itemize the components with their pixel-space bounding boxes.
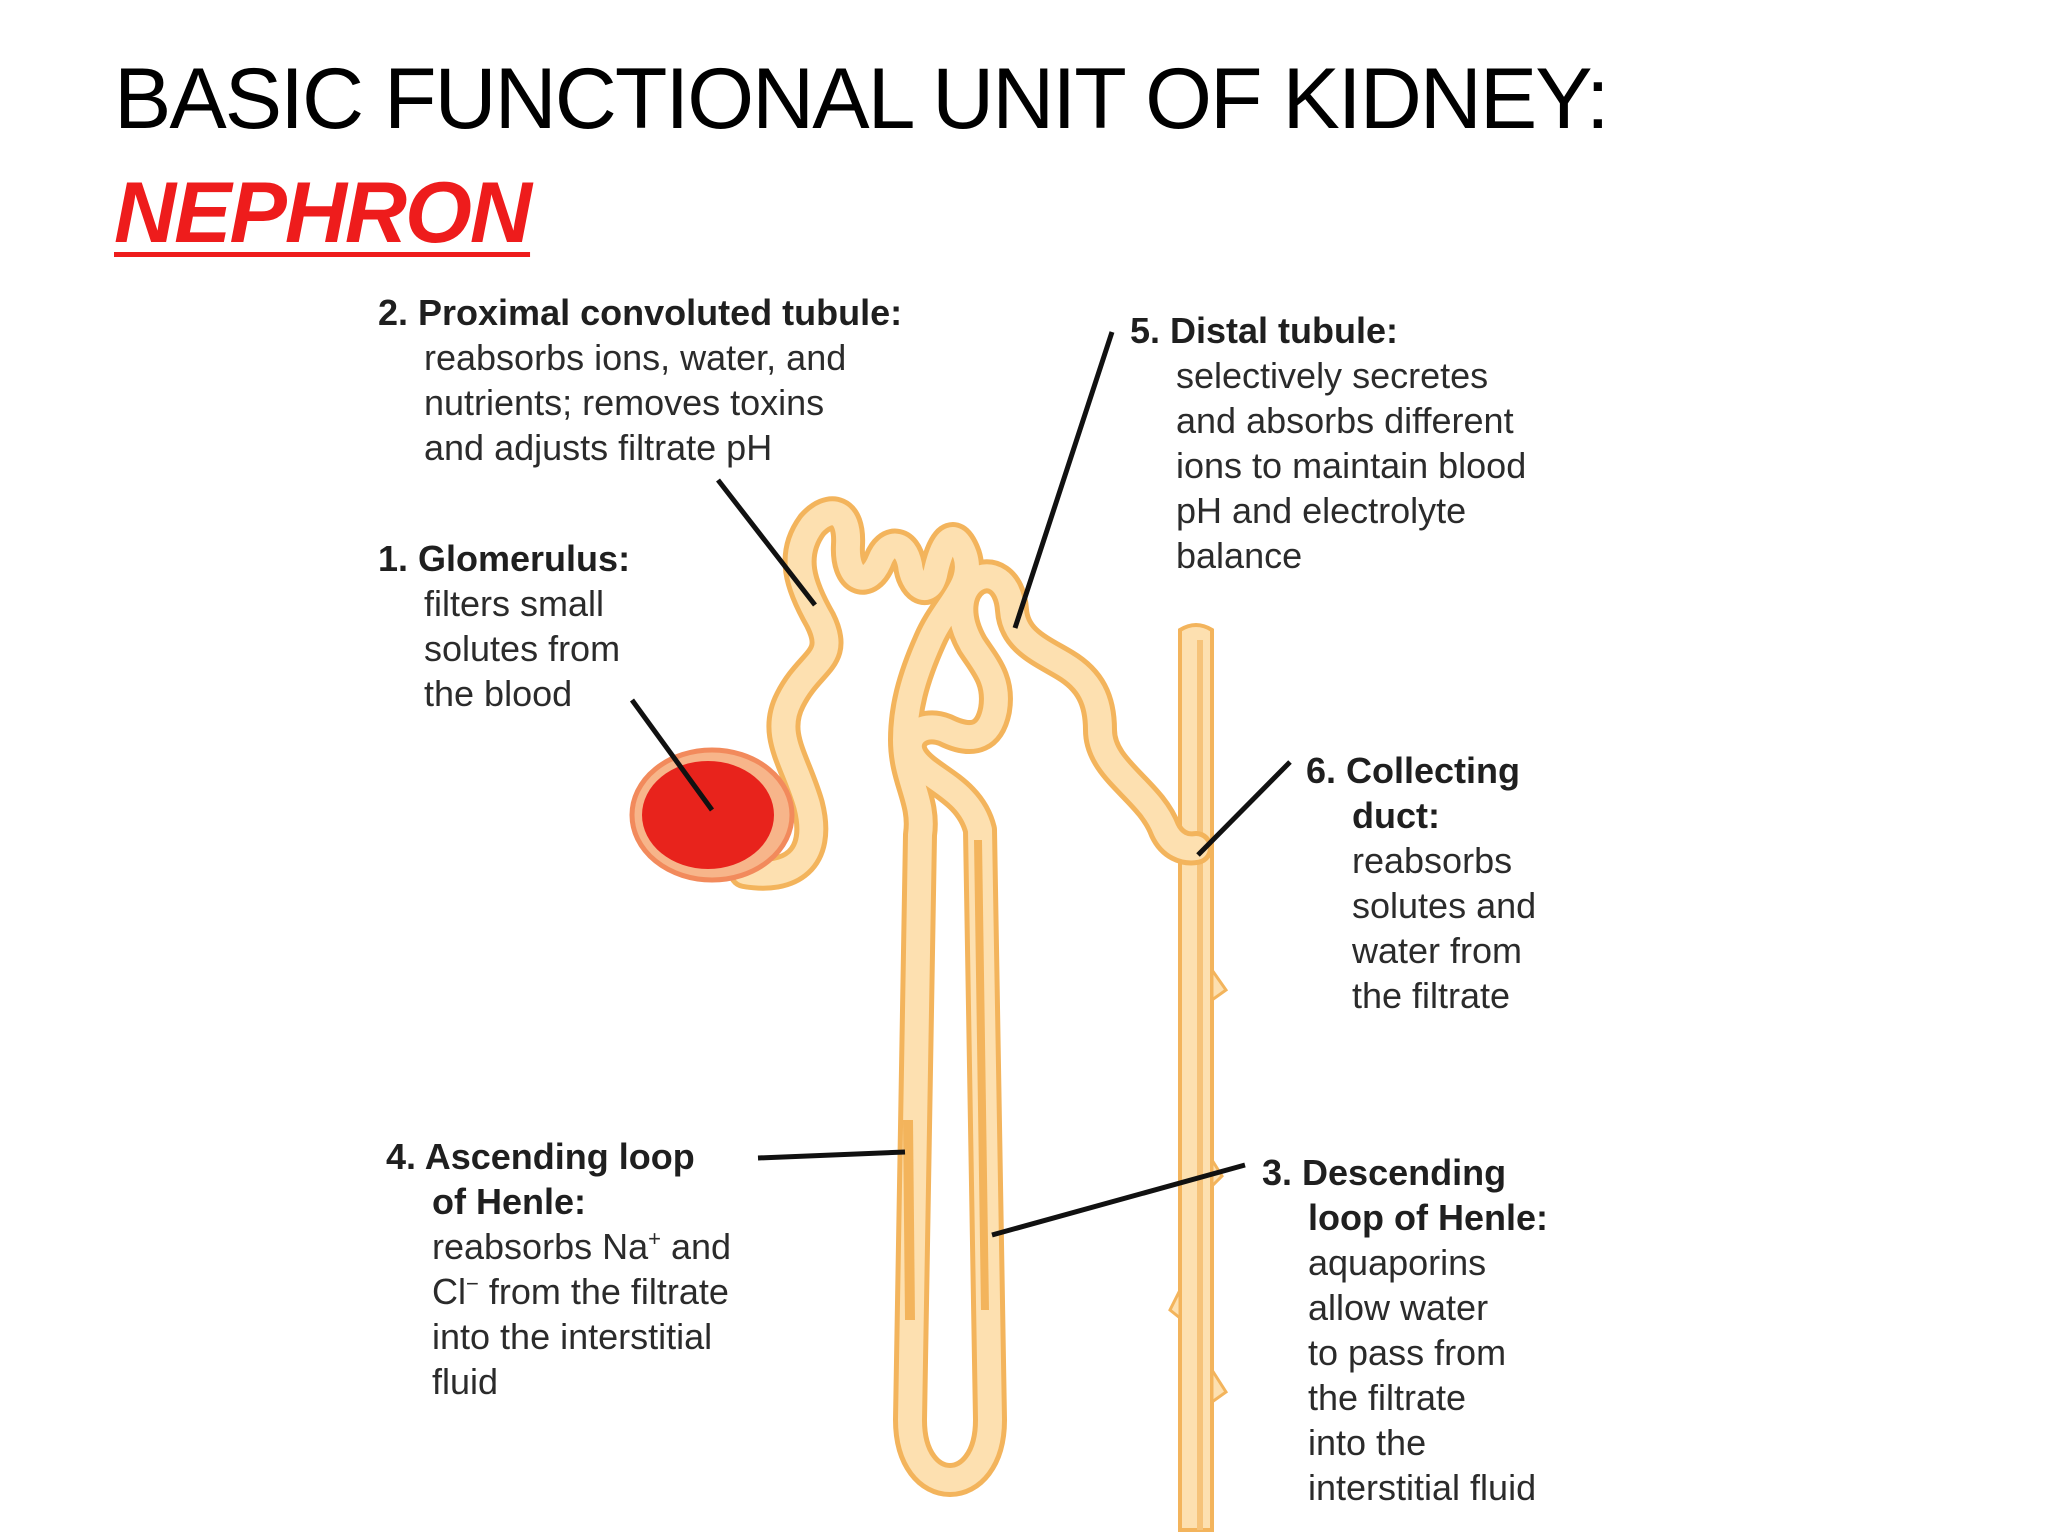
- nephron-tubule: [728, 496, 1213, 1497]
- ascending-heading-2: of Henle:: [432, 1181, 587, 1222]
- glomerulus: [629, 747, 795, 883]
- ascending-line-4: fluid: [432, 1361, 499, 1402]
- cl-superscript: −: [466, 1271, 479, 1296]
- descending-heading-2: loop of Henle:: [1308, 1197, 1548, 1238]
- leader-collecting: [1196, 760, 1292, 857]
- leader-glomerulus: [629, 698, 715, 812]
- na-superscript: +: [648, 1226, 661, 1251]
- proximal-line-3: and adjusts filtrate pH: [424, 427, 773, 468]
- proximal-line-2: nutrients; removes toxins: [424, 382, 825, 423]
- distal-line-2: and absorbs different: [1176, 400, 1514, 441]
- descending-line-5: into the: [1308, 1422, 1427, 1463]
- label-proximal-tubule: 2. Proximal convoluted tubule: reabsorbs…: [378, 290, 902, 470]
- collecting-line-2: solutes and: [1352, 885, 1537, 926]
- cl-suffix: from the filtrate: [478, 1271, 729, 1312]
- leader-ascending: [757, 1149, 906, 1161]
- proximal-line-1: reabsorbs ions, water, and: [424, 337, 847, 378]
- label-glomerulus: 1. Glomerulus: filters small solutes fro…: [378, 536, 630, 716]
- descending-line-3: to pass from: [1308, 1332, 1507, 1373]
- na-suffix: and: [660, 1226, 732, 1267]
- collecting-line-4: the filtrate: [1352, 975, 1511, 1016]
- cl-text: Cl: [432, 1271, 466, 1312]
- descending-line-4: the filtrate: [1308, 1377, 1467, 1418]
- glomerulus-heading: 1. Glomerulus:: [378, 538, 631, 579]
- label-ascending-loop: 4. Ascending loop of Henle: reabsorbs Na…: [386, 1134, 731, 1404]
- leader-proximal: [716, 478, 817, 607]
- leader-lines: [629, 331, 1292, 1238]
- collecting-line-3: water from: [1352, 930, 1523, 971]
- ascending-line-cl: Cl− from the filtrate: [386, 1269, 731, 1314]
- na-text: reabsorbs Na: [432, 1226, 649, 1267]
- leader-descending: [991, 1162, 1246, 1238]
- descending-line-2: allow water: [1308, 1287, 1489, 1328]
- distal-line-5: balance: [1176, 535, 1303, 576]
- collecting-heading-2: duct:: [1352, 795, 1440, 836]
- distal-line-1: selectively secretes: [1176, 355, 1489, 396]
- distal-line-4: pH and electrolyte: [1176, 490, 1467, 531]
- label-collecting-duct: 6. Collecting duct: reabsorbs solutes an…: [1306, 748, 1536, 1018]
- glomerulus-line-2: solutes from: [424, 628, 621, 669]
- ascending-line-3: into the interstitial: [432, 1316, 713, 1357]
- leader-distal: [1012, 331, 1115, 629]
- collecting-duct: [1168, 623, 1229, 1532]
- glomerulus-line-1: filters small: [424, 583, 605, 624]
- ascending-line-na: reabsorbs Na+ and: [386, 1224, 731, 1269]
- label-descending-loop: 3. Descending loop of Henle: aquaporins …: [1262, 1150, 1548, 1510]
- descending-line-6: interstitial fluid: [1308, 1467, 1537, 1508]
- collecting-heading: 6. Collecting: [1306, 750, 1521, 791]
- ascending-heading: 4. Ascending loop: [386, 1136, 695, 1177]
- distal-line-3: ions to maintain blood: [1176, 445, 1527, 486]
- proximal-heading: 2. Proximal convoluted tubule:: [378, 292, 903, 333]
- page-subtitle-nephron: NEPHRON: [114, 165, 532, 261]
- label-distal-tubule: 5. Distal tubule: selectively secretes a…: [1130, 308, 1526, 578]
- collecting-line-1: reabsorbs: [1352, 840, 1513, 881]
- descending-heading: 3. Descending: [1262, 1152, 1507, 1193]
- glomerulus-line-3: the blood: [424, 673, 573, 714]
- descending-line-1: aquaporins: [1308, 1242, 1487, 1283]
- distal-heading: 5. Distal tubule:: [1130, 310, 1399, 351]
- page-title: BASIC FUNCTIONAL UNIT OF KIDNEY:: [114, 51, 1610, 147]
